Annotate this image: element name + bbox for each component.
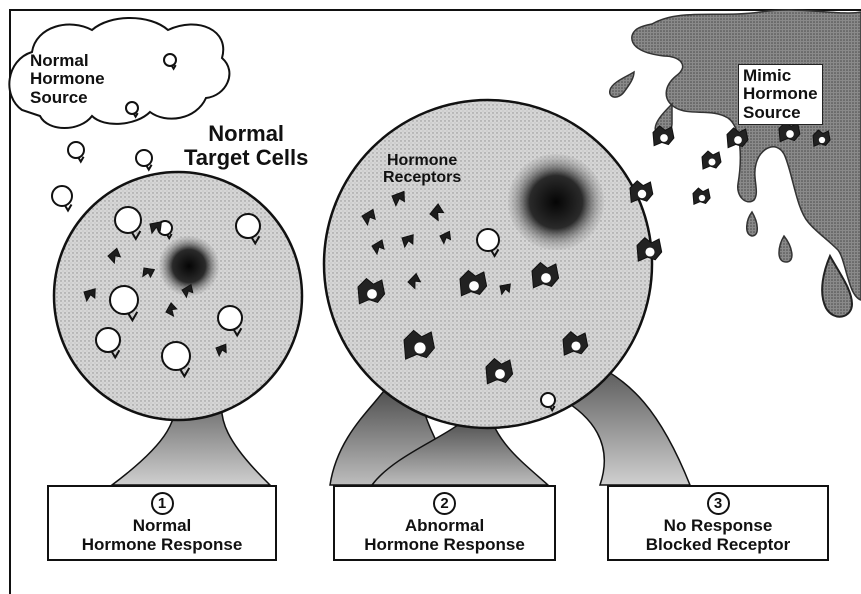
normal-hormone-icon bbox=[236, 214, 260, 243]
normal-hormone-icon bbox=[162, 342, 190, 376]
mimic-hormone-icon bbox=[563, 332, 588, 355]
response-number: 3 bbox=[707, 492, 730, 515]
response-line: Hormone Response bbox=[82, 535, 243, 554]
receptor-icon bbox=[139, 264, 155, 281]
normal-source-label: Normal Hormone Source bbox=[30, 52, 105, 107]
normal-hormone-icon bbox=[115, 207, 141, 239]
hormone-receptors-label: Hormone Receptors bbox=[383, 152, 461, 187]
mimic-hormone-icon bbox=[630, 181, 653, 203]
mimic-hormone-icon bbox=[637, 238, 662, 261]
normal-hormone-icon bbox=[110, 286, 138, 320]
target-cells-title: Normal Target Cells bbox=[184, 122, 308, 170]
response-number: 1 bbox=[151, 492, 174, 515]
receptor-icon bbox=[372, 240, 384, 254]
response-line: Hormone Response bbox=[364, 535, 525, 554]
receptor-icon bbox=[439, 231, 451, 244]
response-line: No Response bbox=[664, 516, 773, 535]
normal-hormone-icon bbox=[68, 142, 84, 162]
mimic-hormone-icon bbox=[813, 130, 830, 146]
receptor-icon bbox=[498, 281, 512, 297]
mimic-hormone-icon bbox=[727, 128, 748, 148]
mimic-hormone-icon bbox=[532, 263, 559, 288]
receptor-icon bbox=[215, 343, 228, 357]
receptor-icon bbox=[362, 209, 375, 224]
receptor-icon bbox=[406, 273, 421, 290]
receptor-icon bbox=[428, 203, 446, 222]
response-line: Blocked Receptor bbox=[646, 535, 791, 554]
normal-hormone-icon bbox=[52, 186, 72, 211]
response-box-abnormal: 2 Abnormal Hormone Response bbox=[333, 485, 556, 561]
receptor-icon bbox=[390, 190, 406, 207]
response-box-normal: 1 Normal Hormone Response bbox=[47, 485, 277, 561]
normal-hormone-icon bbox=[477, 229, 499, 256]
response-box-blocked: 3 No Response Blocked Receptor bbox=[607, 485, 829, 561]
normal-hormone-icon bbox=[218, 306, 242, 335]
receptor-icon bbox=[400, 232, 415, 249]
normal-hormone-icon bbox=[136, 150, 152, 170]
mimic-source-label: Mimic Hormone Source bbox=[738, 64, 823, 125]
mimic-hormone-icon bbox=[460, 271, 487, 296]
normal-hormone-icon bbox=[541, 393, 555, 410]
normal-hormone-icon bbox=[164, 54, 176, 69]
response-line: Normal bbox=[133, 516, 192, 535]
response-number: 2 bbox=[433, 492, 456, 515]
receptor-icon bbox=[107, 248, 121, 264]
receptor-icon bbox=[163, 302, 179, 318]
response-line: Abnormal bbox=[405, 516, 484, 535]
receptor-icon bbox=[82, 286, 97, 303]
normal-hormone-icon bbox=[96, 328, 120, 357]
receptor-icon bbox=[182, 285, 193, 298]
mimic-hormone-icon bbox=[702, 151, 721, 169]
mimic-hormone-icon bbox=[486, 359, 513, 384]
mimic-hormone-icon bbox=[358, 279, 385, 304]
mimic-hormone-icon bbox=[653, 126, 674, 146]
mimic-hormone-icon bbox=[693, 188, 710, 204]
mimic-hormone-icon bbox=[404, 330, 434, 359]
normal-hormone-icon bbox=[126, 102, 138, 117]
